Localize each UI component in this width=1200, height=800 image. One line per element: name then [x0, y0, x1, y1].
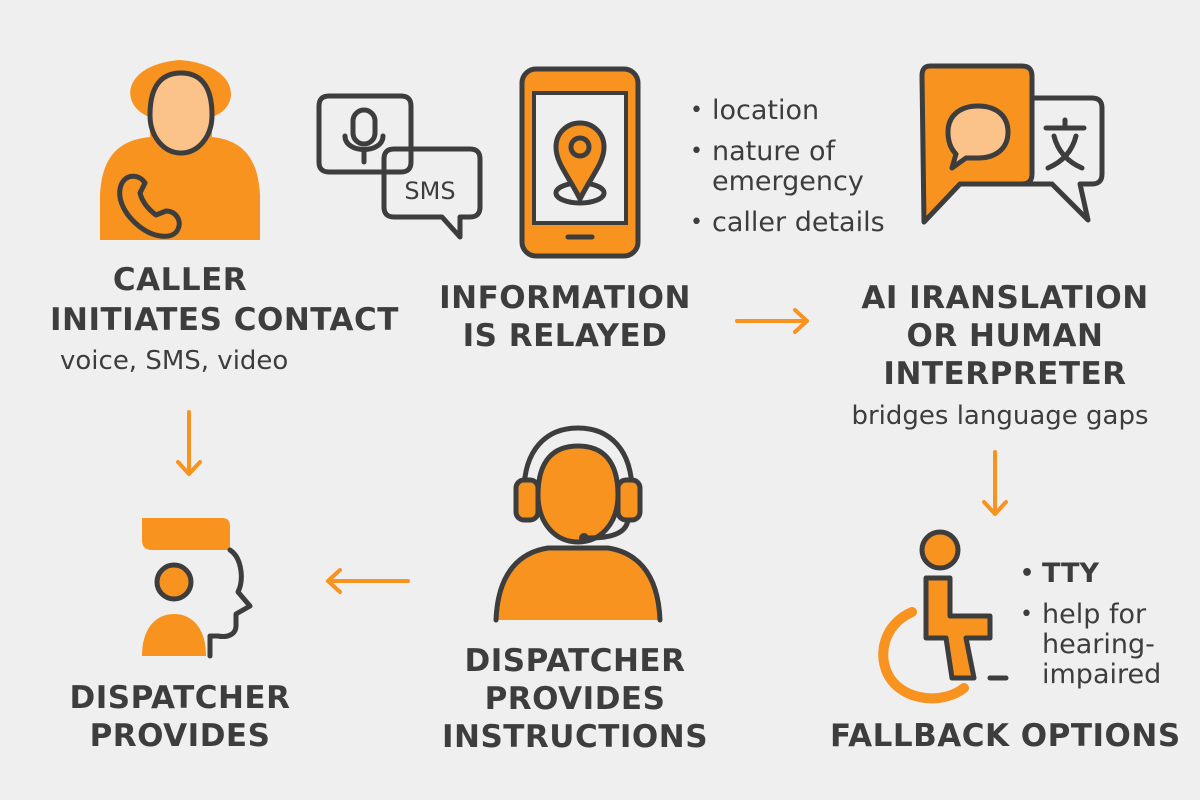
arrow-right-icon [735, 308, 809, 334]
mic-bubble-icon [316, 93, 414, 175]
translation-title-line2: OR HUMAN [906, 318, 1104, 354]
headset-dispatcher-icon [493, 425, 663, 623]
fallback-title: FALLBACK OPTIONS [830, 718, 1181, 754]
relay-bullet-item: location [690, 95, 920, 127]
translation-title-line3: INTERPRETER [883, 356, 1127, 392]
sms-label: SMS [404, 177, 456, 205]
relay-title-line1: INFORMATION [439, 280, 691, 316]
instructions-title-line3: INSTRUCTIONS [441, 719, 709, 755]
relay-bullet-list: location nature of emergency caller deta… [690, 95, 920, 249]
relay-title-line2: IS RELAYED [462, 318, 668, 354]
speaking-head-icon [142, 518, 253, 659]
arrow-left-icon [326, 568, 410, 594]
caller-subtitle: voice, SMS, video [60, 346, 289, 376]
instructions-title-line1: DISPATCHER [464, 643, 686, 679]
wheelchair-icon [878, 529, 1009, 704]
phone-location-icon [519, 66, 641, 259]
translation-bubbles-icon [919, 63, 1105, 225]
relay-bullet-item: nature of emergency [690, 137, 920, 197]
relay-bullet-item: caller details [690, 207, 920, 239]
sms-bubble-icon [381, 146, 483, 240]
translation-subtitle: bridges language gaps [851, 401, 1149, 431]
caller-title-line1: CALLER [112, 262, 248, 298]
arrow-down-icon [176, 410, 202, 476]
translation-title-line1: AI IRANSLATION [861, 280, 1149, 316]
provides-title-line2: PROVIDES [89, 718, 271, 754]
arrow-down-icon [982, 450, 1008, 516]
caller-phone-icon [100, 60, 260, 240]
fallback-bullet-item: TTY [1020, 558, 1190, 590]
fallback-bullet-list: TTY help for hearing-impaired [1020, 558, 1190, 700]
instructions-title-line2: PROVIDES [484, 681, 666, 717]
provides-title-line1: DISPATCHER [69, 680, 291, 716]
fallback-bullet-item: help for hearing-impaired [1020, 600, 1190, 690]
caller-title-line2: INITIATES CONTACT [50, 302, 399, 338]
